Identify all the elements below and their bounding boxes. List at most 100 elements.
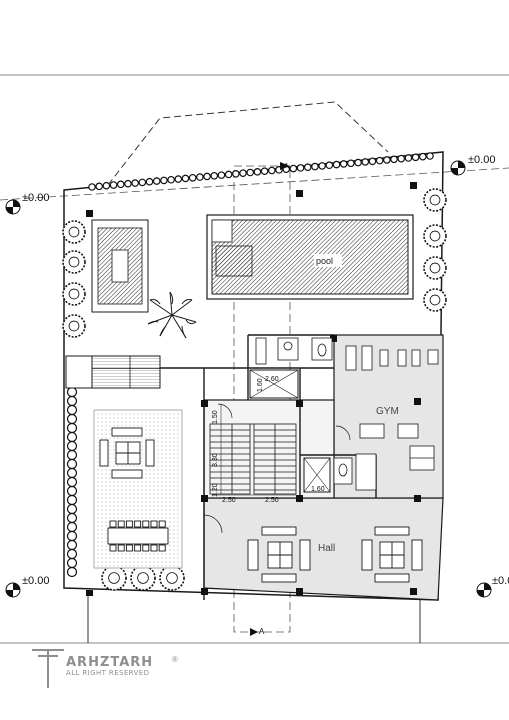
hedge-shrub: [66, 440, 78, 452]
hedge-shrub: [109, 181, 118, 189]
chair-icon: [109, 544, 117, 552]
hedge-shrub: [325, 161, 334, 170]
tree-icon: [423, 224, 447, 248]
hedge-shrub: [347, 159, 355, 168]
hedge-shrub: [66, 467, 78, 479]
chair-icon: [117, 520, 125, 528]
hedge-shrub: [66, 530, 78, 542]
chair-icon: [109, 520, 117, 528]
chair-icon: [150, 520, 158, 528]
tree-icon: [62, 314, 86, 338]
hedge-shrub: [267, 166, 276, 175]
chair-icon: [125, 544, 133, 552]
hedge-shrub: [138, 178, 147, 187]
hedge-shrub: [361, 158, 370, 166]
hedge-shrub: [66, 422, 78, 434]
hedge-shrub: [102, 181, 111, 190]
deck: [91, 355, 161, 389]
dim-2-60: 2.60: [265, 376, 279, 383]
hedge-shrub: [339, 160, 348, 168]
tree-icon: [130, 565, 156, 591]
dim-2-50-a: 2.50: [222, 497, 236, 504]
chair-icon: [125, 520, 133, 528]
watermark-name: ARHZTARH: [66, 655, 154, 670]
chair-icon: [134, 520, 142, 528]
svg-text:±0.00: ±0.00: [22, 575, 49, 587]
hall-furniture: [247, 526, 423, 583]
hedge-shrub: [311, 162, 319, 171]
hedge-shrub: [375, 156, 384, 165]
tree-icon: [62, 282, 86, 306]
svg-text:A: A: [284, 163, 289, 170]
hedge-shrub: [66, 485, 78, 497]
sofa-set: [99, 427, 155, 479]
tree-icon: [423, 256, 447, 280]
gym-label: GYM: [376, 406, 399, 417]
tree-icon: [423, 188, 447, 212]
hedge-shrub: [66, 413, 78, 425]
hedge-shrub: [383, 156, 391, 164]
section-marker-top: A: [280, 162, 290, 170]
hedge-shrub: [404, 154, 413, 162]
hedge-shrub: [368, 157, 377, 166]
hedge-shrub: [354, 158, 362, 167]
dim-3-30: 3.30: [212, 453, 219, 467]
hedge-shrub: [66, 458, 78, 470]
dim-1-60-b: 1.60: [311, 486, 325, 493]
hedge-shrub: [196, 173, 204, 181]
chair-icon: [158, 544, 166, 552]
hedge-shrub: [390, 155, 398, 164]
hedge-shrub: [66, 521, 78, 533]
hedge-shrub: [66, 539, 78, 551]
pool-label: pool: [316, 256, 333, 266]
dim-2-50-b: 2.50: [265, 497, 279, 504]
hedge-shrub: [217, 171, 226, 179]
hedge-shrub: [160, 176, 168, 185]
hedge-shrub: [66, 494, 78, 506]
hedge-shrub: [203, 172, 211, 181]
hall-label: Hall: [318, 543, 335, 554]
level-marker-bottom-right: ±0.00: [476, 575, 509, 598]
watermark: ARHZTARH ALL RIGHT RESERVED: [66, 655, 186, 677]
hedge-shrub: [318, 162, 326, 170]
chair-icon: [142, 544, 150, 552]
hedge-shrub: [66, 404, 78, 416]
hedge-shrub: [397, 154, 406, 163]
chair-icon: [150, 544, 158, 552]
hedge-shrub: [419, 152, 427, 161]
hedge-shrub: [66, 431, 78, 443]
hedge-shrub: [152, 177, 161, 185]
hedge-shrub: [296, 164, 305, 172]
hedge-shrub: [332, 160, 341, 169]
hedge-shrub: [426, 152, 434, 160]
tree-icon: [423, 288, 447, 312]
level-marker-bottom-left: ±0.00: [5, 575, 49, 598]
svg-text:±0.00: ±0.00: [492, 575, 509, 587]
chair-icon: [134, 544, 142, 552]
hedge-shrub: [66, 476, 78, 488]
hedge-shrub: [66, 548, 78, 560]
tree-icon: [159, 565, 185, 591]
hedge-shrub: [181, 174, 190, 183]
dim-1-20: 1.20: [212, 483, 219, 497]
hedge-shrub: [66, 449, 78, 461]
hedge-shrub: [66, 503, 78, 515]
watermark-registered: ®: [172, 655, 178, 664]
staircase: [209, 423, 297, 495]
watermark-logo-icon: [32, 649, 64, 688]
hedge-shrub: [88, 183, 96, 191]
hedge-shrub: [239, 169, 247, 177]
hedge-shrub: [131, 179, 139, 187]
hedge-shrub: [66, 566, 78, 578]
hedge-shrub: [95, 182, 103, 191]
svg-text:A: A: [259, 627, 265, 636]
hedge-shrub: [167, 175, 175, 184]
tree-icon: [62, 250, 86, 274]
tree-icon: [101, 565, 127, 591]
trees: [62, 152, 447, 591]
dim-1-50: 1.50: [212, 410, 219, 424]
hedge-shrub: [66, 386, 78, 398]
hedge-shrub: [289, 164, 298, 173]
section-axis: [233, 165, 291, 633]
